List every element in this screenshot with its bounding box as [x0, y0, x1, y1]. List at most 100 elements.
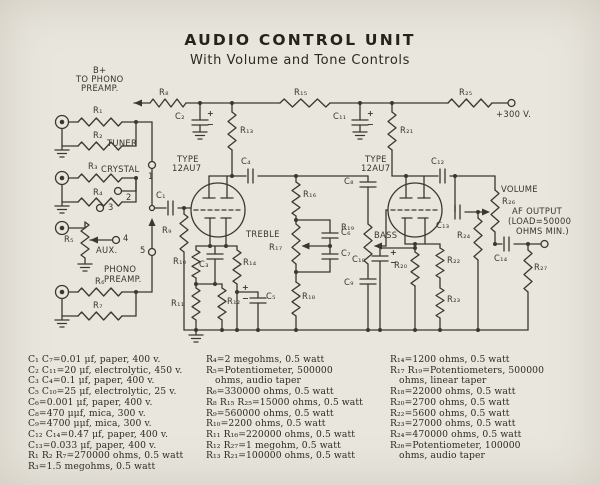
label-type2: TYPE: [365, 154, 387, 164]
parts-list-line: R₁₇ R₁₉=Potentiometers, 500000: [390, 364, 545, 376]
parts-list-line: C₆=0.001 μf, paper, 400 v.: [28, 396, 153, 408]
label-r23: R₂₃: [447, 294, 461, 304]
parts-list-line: R₁₈=22000 ohms, 0.5 watt: [390, 386, 516, 398]
parts-list-line: C₁₃=0.033 μf, paper, 400 v.: [28, 439, 157, 451]
label-treble: TREBLE: [246, 229, 280, 239]
parts-list-line: R₈ R₁₅ R₂₅=15000 ohms, 0.5 watt: [206, 396, 363, 408]
label-r20: R₂₀: [394, 260, 408, 270]
label-c9: C₉: [344, 277, 354, 287]
label-r21: R₂₁: [400, 125, 414, 135]
label-phono2: PREAMP.: [104, 274, 142, 284]
parts-column-col1: C₁ C₇=0.01 μf, paper, 400 v.C₂ C₁₁=20 μf…: [28, 354, 184, 473]
parts-list-line: ohms, audio taper: [390, 450, 486, 462]
label-r11: R₁₁: [171, 298, 185, 308]
label-sw1: 1: [148, 171, 154, 181]
label-r19: R₁₉: [341, 222, 355, 232]
label-bplus3: PREAMP.: [81, 83, 119, 93]
label-c3: C₃: [199, 259, 209, 269]
parts-list-line: R₂₂=5600 ohms, 0.5 watt: [390, 407, 510, 419]
label-tube1: 12AU7: [172, 163, 202, 173]
parts-list-line: R₁₁ R₁₆=220000 ohms, 0.5 watt: [206, 428, 356, 440]
label-r24: R₂₄: [457, 230, 471, 240]
label-minus: −: [242, 294, 250, 303]
parts-list-line: R₃=1.5 megohms, 0.5 watt: [28, 461, 156, 473]
page-title: AUDIO CONTROL UNIT: [184, 31, 416, 49]
parts-list-line: R₁₄=1200 ohms, 0.5 watt: [390, 354, 510, 365]
label-volume: VOLUME: [501, 184, 538, 194]
label-r3: R₃: [88, 161, 98, 171]
label-bass: BASS: [374, 230, 398, 240]
parts-list-line: R₁₀=2200 ohms, 0.5 watt: [206, 418, 326, 430]
label-r6: R₆: [95, 276, 105, 286]
label-r16: R₁₆: [303, 189, 317, 199]
label-r7: R₇: [93, 300, 103, 310]
label-r1: R₁: [93, 105, 103, 115]
label-r14: R₁₄: [243, 257, 257, 267]
label-phono1: PHONO: [104, 264, 137, 274]
label-bplus2: TO PHONO: [76, 74, 124, 84]
label-minus: −: [207, 120, 215, 129]
label-plus300: +300 V.: [496, 109, 532, 119]
parts-list-line: R₁₃ R₂₁=100000 ohms, 0.5 watt: [206, 450, 356, 462]
label-r17: R₁₇: [269, 242, 283, 252]
label-r4: R₄: [93, 187, 103, 197]
label-sw5: 5: [140, 245, 146, 255]
parts-list-line: C₁₂ C₁₄=0.47 μf, paper, 400 v.: [28, 428, 169, 440]
parts-list-line: C₂ C₁₁=20 μf, electrolytic, 450 v.: [28, 364, 183, 376]
parts-list-line: R₁ R₂ R₇=270000 ohms, 0.5 watt: [28, 450, 184, 462]
label-r15: R₁₅: [294, 87, 308, 97]
label-type1: TYPE: [177, 154, 199, 164]
parts-list-line: ohms, linear taper: [390, 375, 487, 387]
label-c4: C₄: [241, 156, 251, 166]
label-c14: C₁₄: [494, 253, 508, 263]
label-af3: OHMS MIN.): [516, 226, 569, 236]
label-c10: C₁₀: [352, 254, 366, 264]
parts-list-line: C₅ C₁₀=25 μf, electrolytic, 25 v.: [28, 386, 177, 398]
label-minus: −: [367, 120, 375, 129]
label-bplus: B+: [93, 65, 107, 75]
label-r13: R₁₃: [240, 125, 254, 135]
parts-list-line: R₂₆=Potentiometer, 100000: [390, 439, 521, 451]
label-c11: C₁₁: [333, 111, 347, 121]
label-c1: C₁: [156, 190, 166, 200]
parts-list-line: R₂₄=470000 ohms, 0.5 watt: [390, 428, 522, 440]
label-c2: C₂: [175, 111, 185, 121]
label-sw2: 2: [126, 192, 132, 202]
parts-list-line: ohms, audio taper: [206, 375, 302, 387]
label-crystal: CRYSTAL: [101, 164, 140, 174]
label-r8: R₈: [159, 87, 169, 97]
parts-list-line: R₉=560000 ohms, 0.5 watt: [206, 407, 334, 419]
parts-list-line: R₁₂ R₂₇=1 megohm, 0.5 watt: [206, 439, 341, 451]
parts-list-line: R₅=Potentiometer, 500000: [206, 364, 333, 376]
label-r2: R₂: [93, 130, 103, 140]
label-c5: C₅: [266, 291, 276, 301]
parts-list-line: C₃ C₄=0.1 μf, paper, 400 v.: [28, 375, 155, 387]
label-c13: C₁₃: [436, 220, 450, 230]
parts-list-line: C₁ C₇=0.01 μf, paper, 400 v.: [28, 354, 161, 365]
label-c7: C₇: [341, 248, 351, 258]
parts-list-line: R₆=330000 ohms, 0.5 watt: [206, 386, 334, 398]
parts-list-line: R₄=2 megohms, 0.5 watt: [206, 354, 325, 365]
label-r27: R₂₇: [534, 262, 548, 272]
label-r26: R₂₆: [502, 196, 516, 206]
label-af1: AF OUTPUT: [512, 206, 563, 216]
label-r12: R₁₂: [227, 296, 241, 306]
label-plus: +: [367, 109, 375, 118]
label-af2: (LOAD=50000: [508, 216, 572, 226]
parts-list-line: C₉=4700 μμf, mica, 300 v.: [28, 418, 152, 430]
label-r5: R₅: [64, 234, 74, 244]
label-minus: −: [390, 258, 398, 267]
page-subtitle: With Volume and Tone Controls: [190, 53, 410, 68]
label-aux: AUX.: [96, 245, 118, 255]
label-tube2: 12AU7: [361, 163, 391, 173]
label-r25: R₂₅: [459, 87, 473, 97]
label-c6: C₆: [341, 227, 351, 237]
label-tuner: TUNER: [107, 138, 138, 148]
parts-list-line: C₈=470 μμf, mica, 300 v.: [28, 407, 146, 419]
label-plus: +: [207, 109, 215, 118]
label-r22: R₂₂: [447, 255, 461, 265]
